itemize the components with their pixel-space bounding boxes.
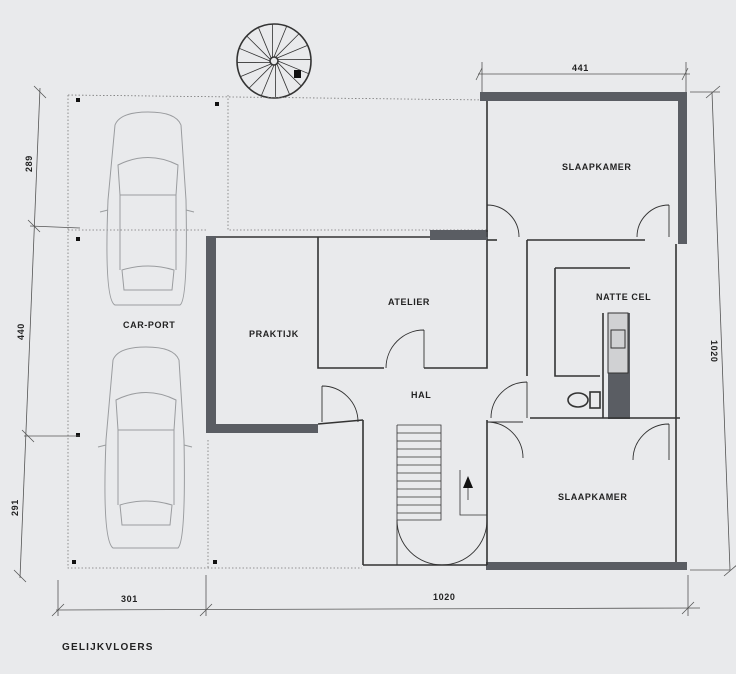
room-carport: CAR-PORT	[123, 320, 175, 330]
room-atelier: ATELIER	[388, 297, 430, 307]
dim-right-height: 1020	[709, 340, 719, 362]
dim-left-middle: 440	[16, 323, 26, 340]
car-bottom	[97, 346, 193, 549]
straight-staircase	[396, 424, 487, 521]
toilet	[567, 391, 601, 409]
doors	[321, 204, 670, 566]
room-slaapkamer-bottom: SLAAPKAMER	[558, 492, 628, 502]
dim-left-top: 289	[24, 155, 34, 172]
dotted-outline	[67, 94, 488, 569]
room-hal: HAL	[411, 390, 431, 400]
sink	[607, 312, 629, 374]
room-natte-cel: NATTE CEL	[596, 292, 651, 302]
room-slaapkamer-top: SLAAPKAMER	[562, 162, 632, 172]
room-praktijk: PRAKTIJK	[249, 329, 299, 339]
dimension-lines	[13, 62, 736, 617]
carport-posts	[72, 98, 219, 564]
dim-bottom-main: 1020	[433, 592, 455, 602]
dim-left-bottom: 291	[10, 499, 20, 516]
dim-top-width: 441	[572, 63, 589, 73]
dim-bottom-left: 301	[121, 594, 138, 604]
floor-title: GELIJKVLOERS	[62, 642, 154, 653]
car-top	[99, 111, 195, 306]
spiral-staircase	[236, 23, 312, 99]
thin-walls	[216, 101, 680, 566]
